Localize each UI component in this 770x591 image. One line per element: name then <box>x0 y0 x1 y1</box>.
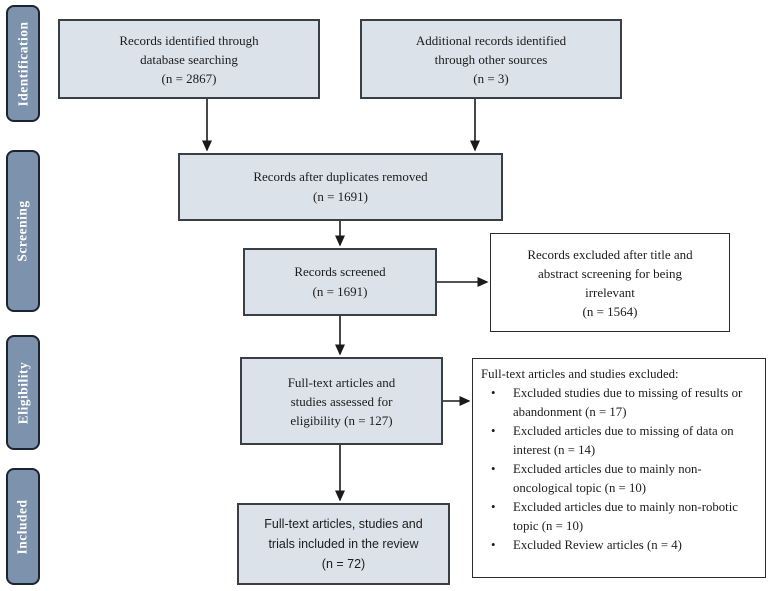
box-text-line: eligibility (n = 127) <box>290 412 393 428</box>
box-fulltext-assessed-eligibility: Full-text articles and studies assessed … <box>240 357 443 445</box>
box-text-line: abstract screening for being <box>537 265 683 281</box>
stage-label-identification: Identification <box>15 20 31 107</box>
box-text-line: through other sources <box>434 51 548 67</box>
box-text-line: (n = 3) <box>473 70 509 86</box>
box-included-in-review: Full-text articles, studies and trials i… <box>237 503 450 585</box>
stage-label-included: Included <box>15 498 30 555</box>
box-text-line: Records screened <box>294 264 386 279</box>
exclusion-item: Excluded articles due to mainly non-robo… <box>481 498 757 536</box>
stage-label-screening: Screening <box>15 200 30 262</box>
box-text-line: (n = 1691) <box>312 284 368 299</box>
box-text-line: Additional records identified <box>415 32 567 48</box>
exclusion-list: Excluded studies due to missing of resul… <box>481 384 757 555</box>
box-records-identified-database: Records identified through database sear… <box>58 19 320 99</box>
stage-label-eligibility: Eligibility <box>15 361 31 424</box>
box-text-line: Records excluded after title and <box>527 246 693 262</box>
box-text-line: studies assessed for <box>290 393 393 409</box>
box-fulltext-excluded: Full-text articles and studies excluded:… <box>472 358 766 578</box>
box-text-line: Records identified through <box>119 32 259 48</box>
stage-tab-screening: Screening <box>6 150 40 312</box>
exclusion-item: Excluded articles due to missing of data… <box>481 422 757 460</box>
box-text-line: Full-text articles, studies and <box>264 517 423 531</box>
box-text-line: database searching <box>140 51 238 67</box>
exclusion-list-header: Full-text articles and studies excluded: <box>481 367 679 381</box>
exclusion-item: Excluded Review articles (n = 4) <box>481 536 757 555</box>
box-records-after-duplicates-removed: Records after duplicates removed (n = 16… <box>178 153 503 221</box>
box-text-line: Full-text articles and <box>287 374 396 390</box>
exclusion-item: Excluded articles due to mainly non-onco… <box>481 460 757 498</box>
stage-tab-eligibility: Eligibility <box>6 335 40 450</box>
box-text-line: (n = 1691) <box>313 189 368 204</box>
box-additional-records-other-sources: Additional records identified through ot… <box>360 19 622 99</box>
box-text-line: irrelevant <box>585 284 635 300</box>
box-text-line: trials included in the review <box>268 537 419 551</box>
stage-tab-included: Included <box>6 468 40 585</box>
box-text-line: Records after duplicates removed <box>253 169 428 184</box>
exclusion-item: Excluded studies due to missing of resul… <box>481 384 757 422</box>
box-records-screened: Records screened (n = 1691) <box>243 248 437 316</box>
stage-tab-identification: Identification <box>6 5 40 122</box>
box-text-line: (n = 72) <box>321 557 366 571</box>
box-text-line: (n = 2867) <box>161 70 217 86</box>
box-text-line: (n = 1564) <box>582 303 638 319</box>
box-records-excluded-screening: Records excluded after title and abstrac… <box>490 233 730 332</box>
